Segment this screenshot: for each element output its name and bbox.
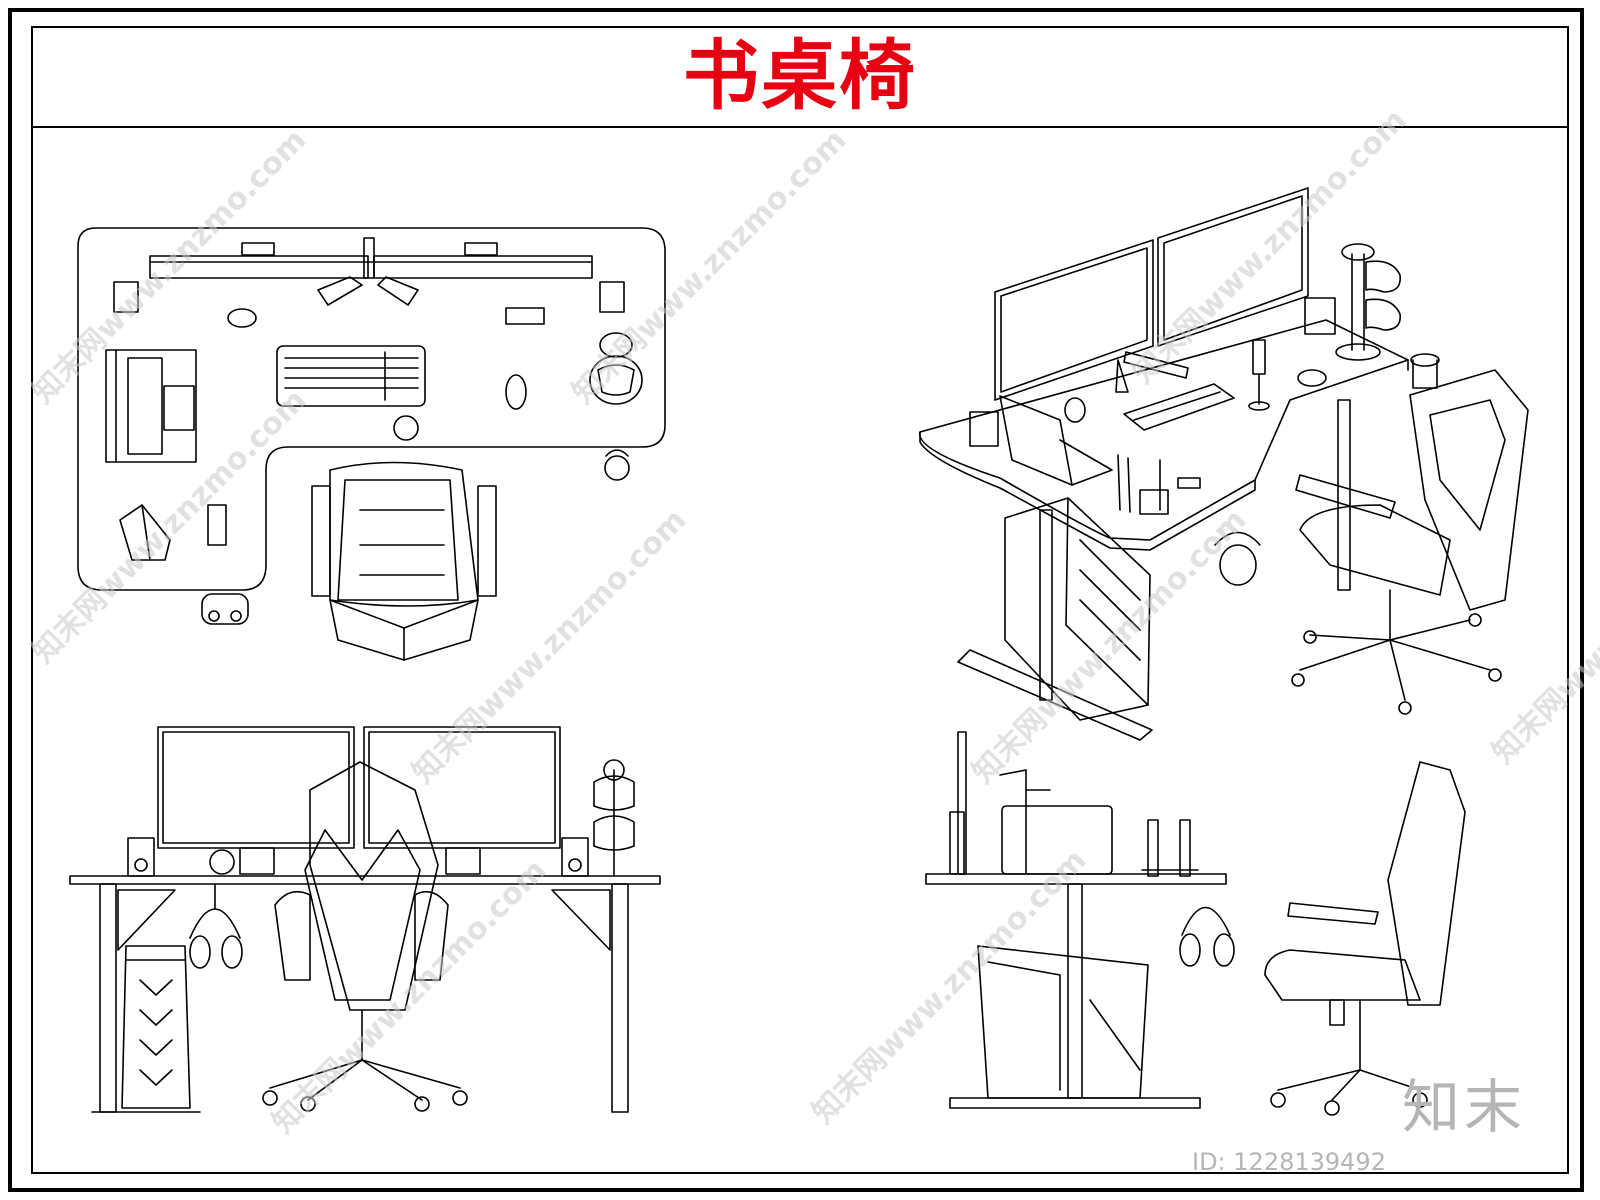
iso-computer-case [1004,497,1151,721]
iso-laptop [999,395,1113,486]
front-desk-legs [99,883,629,1113]
side-monitor [949,731,967,875]
title-divider [31,126,1569,128]
mouse-plan [505,374,527,410]
iso-monitor-left [994,239,1154,401]
side-arm [999,769,1051,875]
iso-microphone [1248,339,1270,411]
mug-plan [227,308,257,328]
laptop-plan [105,349,197,463]
side-gaming-chair [1264,761,1466,1116]
iso-mug [1064,397,1086,423]
desk-outline [77,227,666,591]
iso-speaker-back [1304,297,1336,335]
iso-leg-left [957,509,1153,741]
crystal-lamp-plan [119,504,171,561]
iso-cup-holder [1410,353,1440,389]
side-foot [949,1097,1201,1109]
side-elevation-view [925,731,1466,1116]
side-leg [1067,883,1083,1099]
front-computer-case [121,945,191,1109]
iso-monitor-right [1157,187,1309,347]
brand-logo: 知末 [1402,1073,1527,1141]
iso-mouse [1297,369,1327,387]
iso-speaker-front [969,411,999,447]
top-plan-view [77,227,666,661]
front-speaker-right [561,837,589,877]
inner-frame [31,26,1569,1174]
front-mug [209,849,235,875]
iso-monitor-arm [1115,351,1189,393]
iso-keyboard [1123,383,1235,431]
iso-headphones [1214,531,1261,586]
iso-gamepad-stand [1335,243,1401,361]
side-computer-case [977,945,1149,1099]
speaker-left [113,281,139,313]
front-headphones [189,883,243,969]
phone-plan [505,307,545,325]
outer-frame [8,8,1584,1192]
headphones-plan [604,449,630,481]
front-elevation-view [69,726,661,1113]
iso-router [1117,454,1169,515]
iso-phone [1177,477,1201,489]
page-title: 书桌椅 [683,31,917,120]
chair-plan [311,461,497,661]
iso-gaming-chair [1291,369,1529,715]
gamepad-plan-bottom [201,593,249,625]
cable-grommet [393,415,419,441]
gamepad-stand-plan [589,332,643,405]
phone-vertical [207,504,227,546]
asset-id: ID: 1228139492 [1192,1148,1386,1176]
keyboard-plan [276,345,426,407]
side-laptop [1001,805,1113,875]
side-gamepad-stand [1141,819,1199,877]
front-speaker-left [127,837,155,877]
dual-monitor [149,237,593,306]
iso-desk-top [919,319,1409,551]
isometric-view [919,187,1529,741]
front-gamepad-stand [593,759,635,877]
front-gaming-chair [262,761,468,1112]
speaker-right [599,281,625,313]
iso-leg-right [1337,399,1351,591]
side-headphones [1179,906,1235,967]
